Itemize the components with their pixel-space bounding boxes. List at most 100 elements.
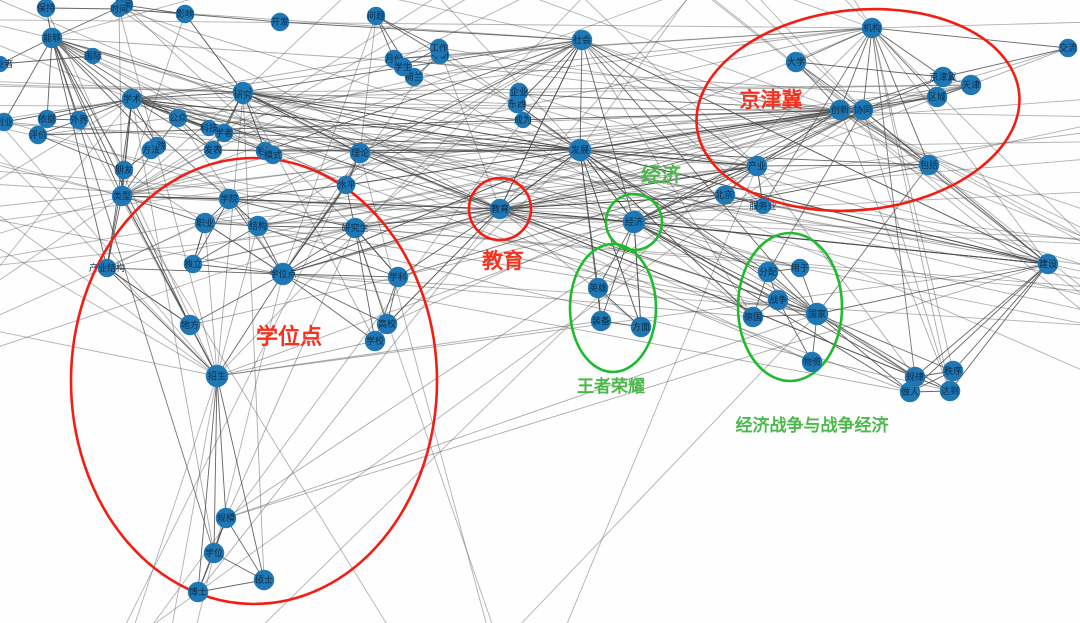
node-circle[interactable] bbox=[270, 12, 290, 32]
node-circle[interactable] bbox=[942, 360, 964, 382]
node-circle[interactable] bbox=[203, 542, 225, 564]
node-circle[interactable] bbox=[168, 108, 188, 128]
graph-node[interactable]: 类型 bbox=[111, 185, 133, 207]
cluster-outline-jiaoyu[interactable] bbox=[467, 176, 533, 242]
graph-node[interactable]: 达到 bbox=[939, 380, 961, 402]
node-circle[interactable] bbox=[110, 0, 128, 18]
node-circle[interactable] bbox=[960, 74, 982, 96]
graph-node[interactable]: 机构 bbox=[861, 17, 883, 39]
graph-node[interactable]: 规模 bbox=[215, 507, 237, 529]
node-circle[interactable] bbox=[376, 313, 398, 335]
graph-node[interactable]: 问题 bbox=[366, 6, 386, 26]
node-circle[interactable] bbox=[742, 306, 764, 328]
graph-node[interactable]: 用于 bbox=[790, 258, 810, 278]
graph-node[interactable]: 国家 bbox=[805, 302, 829, 326]
node-circle[interactable] bbox=[489, 198, 511, 220]
graph-node[interactable]: 发展 bbox=[568, 138, 592, 162]
graph-node[interactable]: 学科 bbox=[387, 266, 409, 288]
cluster-outline-jingjinji[interactable] bbox=[686, 0, 1029, 226]
graph-node[interactable]: 装备 bbox=[590, 310, 612, 332]
graph-node[interactable]: 英雄 bbox=[587, 277, 609, 299]
graph-node[interactable]: 朋友 bbox=[114, 160, 134, 180]
node-circle[interactable] bbox=[568, 138, 592, 162]
node-circle[interactable] bbox=[622, 210, 646, 234]
node-circle[interactable] bbox=[571, 29, 593, 51]
node-circle[interactable] bbox=[175, 4, 195, 24]
graph-node[interactable]: 独立 bbox=[183, 254, 203, 274]
graph-node[interactable]: 天津 bbox=[960, 74, 982, 96]
node-circle[interactable] bbox=[271, 262, 295, 286]
node-circle[interactable] bbox=[393, 57, 413, 77]
graph-node[interactable]: 创新 bbox=[829, 99, 851, 121]
node-circle[interactable] bbox=[215, 507, 237, 529]
graph-node[interactable]: 研究 bbox=[233, 85, 253, 105]
node-circle[interactable] bbox=[111, 185, 133, 207]
graph-node[interactable]: 产业 bbox=[746, 155, 768, 177]
graph-node[interactable]: 工作 bbox=[429, 38, 449, 58]
node-circle[interactable] bbox=[852, 99, 874, 121]
node-circle[interactable] bbox=[509, 82, 529, 102]
node-circle[interactable] bbox=[939, 380, 961, 402]
graph-node[interactable]: 学院 bbox=[218, 188, 240, 210]
graph-node[interactable]: 理论 bbox=[349, 142, 371, 164]
graph-node[interactable]: 方面 bbox=[630, 316, 652, 338]
graph-node[interactable]: 秩序 bbox=[942, 360, 964, 382]
graph-node[interactable]: 交流 bbox=[1058, 38, 1078, 58]
graph-node[interactable]: 硕士 bbox=[253, 569, 275, 591]
graph-node[interactable]: 学生 bbox=[393, 57, 413, 77]
node-circle[interactable] bbox=[218, 188, 240, 210]
graph-node[interactable]: 评价 bbox=[28, 125, 48, 145]
node-circle[interactable] bbox=[114, 160, 134, 180]
node-circle[interactable] bbox=[349, 142, 371, 164]
graph-node[interactable]: 做人 bbox=[899, 381, 921, 403]
graph-node[interactable]: 教育 bbox=[489, 198, 511, 220]
graph-node[interactable]: 公众 bbox=[168, 108, 188, 128]
node-circle[interactable] bbox=[247, 215, 269, 237]
node-circle[interactable] bbox=[926, 86, 948, 108]
graph-node[interactable]: 包括 bbox=[918, 154, 940, 176]
node-circle[interactable] bbox=[28, 125, 48, 145]
graph-node[interactable]: 依据 bbox=[37, 109, 57, 129]
graph-node[interactable]: 开发 bbox=[270, 12, 290, 32]
node-circle[interactable] bbox=[429, 38, 449, 58]
node-circle[interactable] bbox=[0, 112, 14, 132]
node-circle[interactable] bbox=[141, 140, 161, 160]
graph-node[interactable]: 结构 bbox=[247, 215, 269, 237]
node-circle[interactable] bbox=[187, 581, 209, 603]
cluster-outline-wangzherongyao[interactable] bbox=[568, 242, 658, 374]
graph-node[interactable]: 协同 bbox=[852, 99, 874, 121]
node-circle[interactable] bbox=[1037, 253, 1059, 275]
node-circle[interactable] bbox=[200, 119, 218, 137]
node-circle[interactable] bbox=[214, 123, 234, 143]
graph-node[interactable]: 建设 bbox=[1037, 253, 1059, 275]
node-circle[interactable] bbox=[233, 85, 253, 105]
node-circle[interactable] bbox=[1058, 38, 1078, 58]
graph-node[interactable]: 经济 bbox=[622, 210, 646, 234]
node-circle[interactable] bbox=[366, 6, 386, 26]
node-circle[interactable] bbox=[338, 176, 356, 194]
node-circle[interactable] bbox=[364, 330, 386, 352]
node-circle[interactable] bbox=[630, 316, 652, 338]
node-circle[interactable] bbox=[714, 185, 734, 205]
graph-node[interactable]: 企业 bbox=[509, 82, 529, 102]
node-circle[interactable] bbox=[97, 258, 117, 278]
node-circle[interactable] bbox=[205, 364, 229, 388]
node-circle[interactable] bbox=[746, 155, 768, 177]
graph-node[interactable]: 外界 bbox=[69, 110, 89, 130]
node-circle[interactable] bbox=[121, 88, 143, 110]
graph-node[interactable]: 学位点 bbox=[269, 262, 297, 286]
node-circle[interactable] bbox=[767, 289, 789, 311]
graph-node[interactable]: 高校 bbox=[376, 313, 398, 335]
cluster-outline-jingji[interactable] bbox=[604, 192, 664, 252]
graph-node[interactable]: 博士 bbox=[187, 581, 209, 603]
graph-node[interactable]: 研究生 bbox=[341, 217, 369, 239]
node-circle[interactable] bbox=[194, 212, 216, 234]
node-circle[interactable] bbox=[253, 569, 275, 591]
node-circle[interactable] bbox=[932, 66, 954, 88]
node-circle[interactable] bbox=[37, 109, 57, 129]
graph-node[interactable]: 职业 bbox=[194, 212, 216, 234]
graph-node[interactable]: 创业 bbox=[0, 112, 14, 132]
graph-node[interactable]: 分配 bbox=[757, 261, 779, 283]
graph-node[interactable]: 保持 bbox=[36, 0, 56, 18]
node-circle[interactable] bbox=[861, 17, 883, 39]
